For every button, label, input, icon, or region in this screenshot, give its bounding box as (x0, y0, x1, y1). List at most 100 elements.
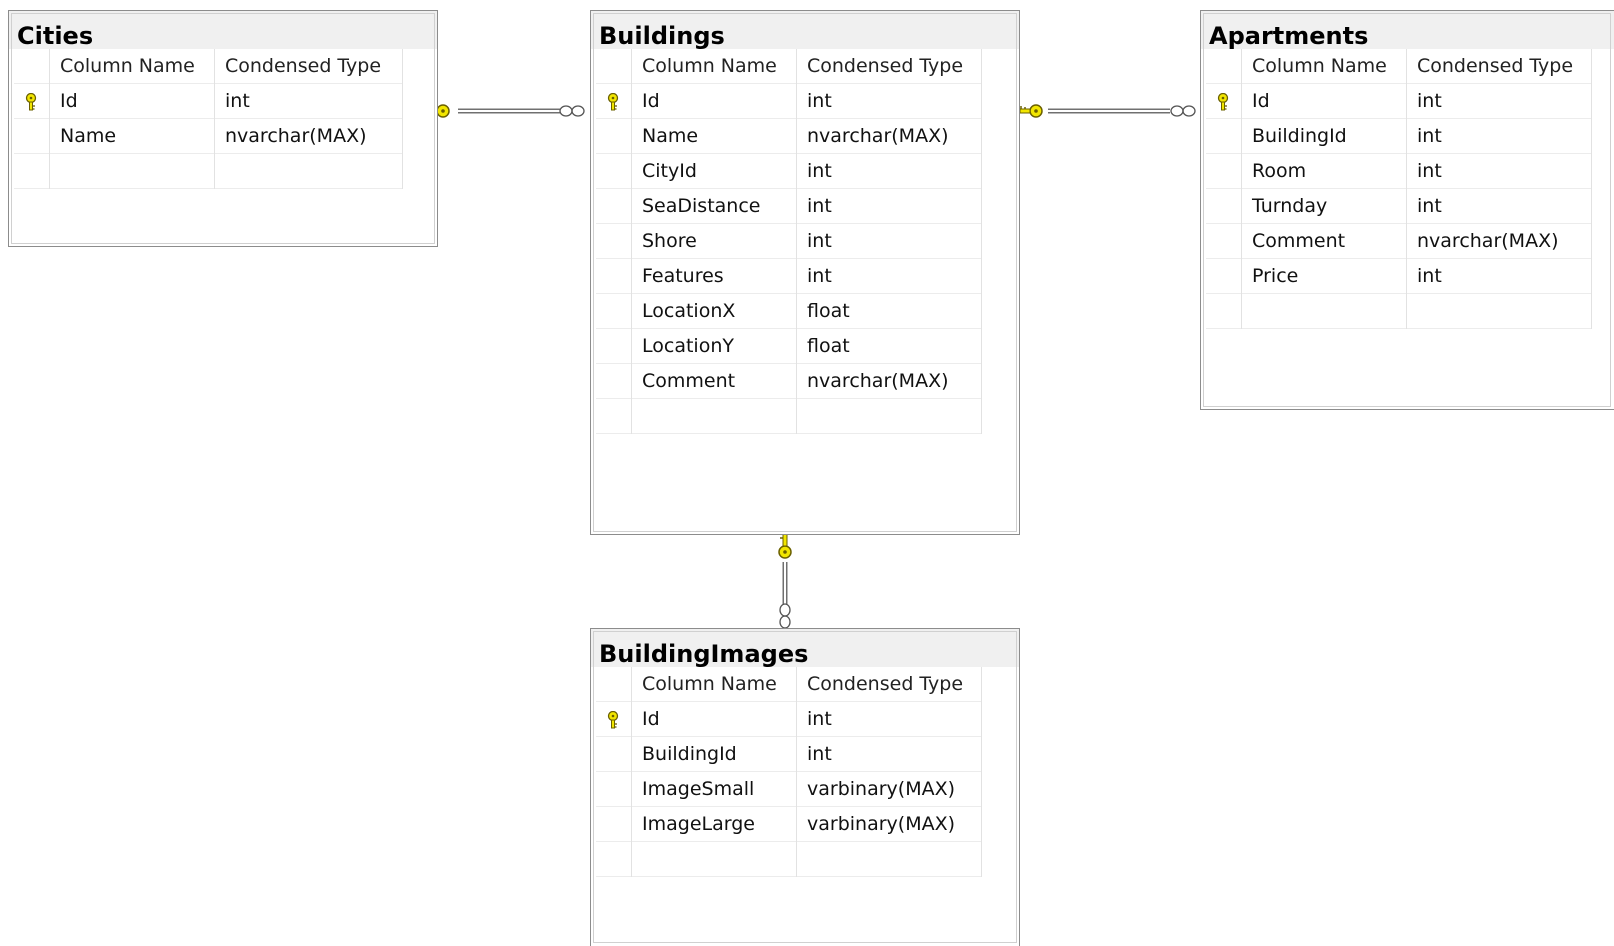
table-row[interactable]: Id int (596, 84, 982, 119)
condensed-type-cell[interactable]: int (797, 259, 982, 294)
table-row[interactable]: CityId int (596, 154, 982, 189)
row-selector[interactable] (596, 154, 632, 189)
column-name-cell[interactable]: Name (632, 119, 797, 154)
condensed-type-cell[interactable]: int (1407, 84, 1592, 119)
condensed-type-cell[interactable]: float (797, 294, 982, 329)
condensed-type-cell[interactable] (797, 399, 982, 434)
column-name-cell[interactable]: Features (632, 259, 797, 294)
table-row[interactable]: Turnday int (1206, 189, 1592, 224)
row-selector[interactable] (596, 119, 632, 154)
row-selector[interactable] (596, 189, 632, 224)
column-name-cell[interactable]: ImageSmall (632, 772, 797, 807)
table-row[interactable]: Features int (596, 259, 982, 294)
row-selector[interactable] (1206, 224, 1242, 259)
table-row[interactable]: Comment nvarchar(MAX) (596, 364, 982, 399)
row-selector[interactable] (596, 259, 632, 294)
column-name-cell[interactable]: BuildingId (632, 737, 797, 772)
table-row[interactable]: Id int (596, 702, 982, 737)
row-selector[interactable] (596, 84, 632, 119)
relationship-cities-buildings[interactable] (426, 104, 585, 118)
condensed-type-cell[interactable]: int (797, 224, 982, 259)
column-name-cell[interactable] (50, 154, 215, 189)
condensed-type-cell[interactable]: int (1407, 119, 1592, 154)
table-row[interactable]: Id int (1206, 84, 1592, 119)
condensed-type-cell[interactable]: int (797, 737, 982, 772)
column-name-cell[interactable]: CityId (632, 154, 797, 189)
condensed-type-cell[interactable]: nvarchar(MAX) (1407, 224, 1592, 259)
column-name-cell[interactable]: Comment (632, 364, 797, 399)
table-buildings[interactable]: Buildings Column Name Condensed Type Id … (590, 10, 1020, 535)
table-row[interactable]: BuildingId int (1206, 119, 1592, 154)
table-row[interactable]: Room int (1206, 154, 1592, 189)
row-selector[interactable] (1206, 189, 1242, 224)
empty-row[interactable] (1206, 294, 1592, 329)
row-selector[interactable] (596, 737, 632, 772)
row-selector[interactable] (1206, 119, 1242, 154)
empty-row[interactable] (14, 154, 403, 189)
column-name-cell[interactable]: BuildingId (1242, 119, 1407, 154)
condensed-type-cell[interactable] (215, 154, 403, 189)
column-name-cell[interactable]: Comment (1242, 224, 1407, 259)
condensed-type-cell[interactable]: int (797, 189, 982, 224)
condensed-type-cell[interactable]: nvarchar(MAX) (215, 119, 403, 154)
row-selector[interactable] (14, 154, 50, 189)
condensed-type-cell[interactable] (797, 842, 982, 877)
condensed-type-cell[interactable]: int (797, 154, 982, 189)
column-name-cell[interactable]: Id (1242, 84, 1407, 119)
row-selector[interactable] (1206, 259, 1242, 294)
condensed-type-cell[interactable]: int (797, 84, 982, 119)
table-row[interactable]: BuildingId int (596, 737, 982, 772)
column-name-cell[interactable]: Shore (632, 224, 797, 259)
condensed-type-cell[interactable]: varbinary(MAX) (797, 807, 982, 842)
condensed-type-cell[interactable]: nvarchar(MAX) (797, 119, 982, 154)
row-selector[interactable] (1206, 84, 1242, 119)
table-row[interactable]: ImageSmall varbinary(MAX) (596, 772, 982, 807)
condensed-type-cell[interactable]: int (215, 84, 403, 119)
column-name-cell[interactable]: Id (50, 84, 215, 119)
row-selector[interactable] (596, 224, 632, 259)
condensed-type-cell[interactable] (1407, 294, 1592, 329)
column-name-cell[interactable]: SeaDistance (632, 189, 797, 224)
row-selector[interactable] (1206, 154, 1242, 189)
column-name-cell[interactable] (632, 842, 797, 877)
empty-row[interactable] (596, 399, 982, 434)
row-selector[interactable] (596, 329, 632, 364)
table-row[interactable]: Id int (14, 84, 403, 119)
column-name-cell[interactable]: Price (1242, 259, 1407, 294)
condensed-type-cell[interactable]: varbinary(MAX) (797, 772, 982, 807)
relationship-buildings-building-images[interactable] (778, 531, 792, 629)
row-selector[interactable] (596, 399, 632, 434)
row-selector[interactable] (596, 772, 632, 807)
empty-row[interactable] (596, 842, 982, 877)
table-building-images[interactable]: BuildingImages Column Name Condensed Typ… (590, 628, 1020, 946)
table-row[interactable]: ImageLarge varbinary(MAX) (596, 807, 982, 842)
table-row[interactable]: Name nvarchar(MAX) (14, 119, 403, 154)
table-cities[interactable]: Cities Column Name Condensed Type Id int (8, 10, 438, 247)
row-selector[interactable] (14, 84, 50, 119)
table-row[interactable]: Price int (1206, 259, 1592, 294)
condensed-type-cell[interactable]: nvarchar(MAX) (797, 364, 982, 399)
column-name-cell[interactable]: Name (50, 119, 215, 154)
condensed-type-cell[interactable]: int (1407, 189, 1592, 224)
table-row[interactable]: Name nvarchar(MAX) (596, 119, 982, 154)
row-selector[interactable] (596, 294, 632, 329)
column-name-cell[interactable]: Id (632, 84, 797, 119)
column-name-cell[interactable]: Room (1242, 154, 1407, 189)
relationship-buildings-apartments[interactable] (1019, 104, 1196, 118)
table-apartments[interactable]: Apartments Column Name Condensed Type Id… (1200, 10, 1614, 410)
table-row[interactable]: SeaDistance int (596, 189, 982, 224)
condensed-type-cell[interactable]: int (797, 702, 982, 737)
table-row[interactable]: Comment nvarchar(MAX) (1206, 224, 1592, 259)
row-selector[interactable] (596, 702, 632, 737)
table-row[interactable]: Shore int (596, 224, 982, 259)
condensed-type-cell[interactable]: float (797, 329, 982, 364)
table-row[interactable]: LocationY float (596, 329, 982, 364)
column-name-cell[interactable] (632, 399, 797, 434)
row-selector[interactable] (14, 119, 50, 154)
column-name-cell[interactable]: LocationX (632, 294, 797, 329)
column-name-cell[interactable]: ImageLarge (632, 807, 797, 842)
row-selector[interactable] (596, 842, 632, 877)
column-name-cell[interactable]: Turnday (1242, 189, 1407, 224)
condensed-type-cell[interactable]: int (1407, 154, 1592, 189)
row-selector[interactable] (1206, 294, 1242, 329)
